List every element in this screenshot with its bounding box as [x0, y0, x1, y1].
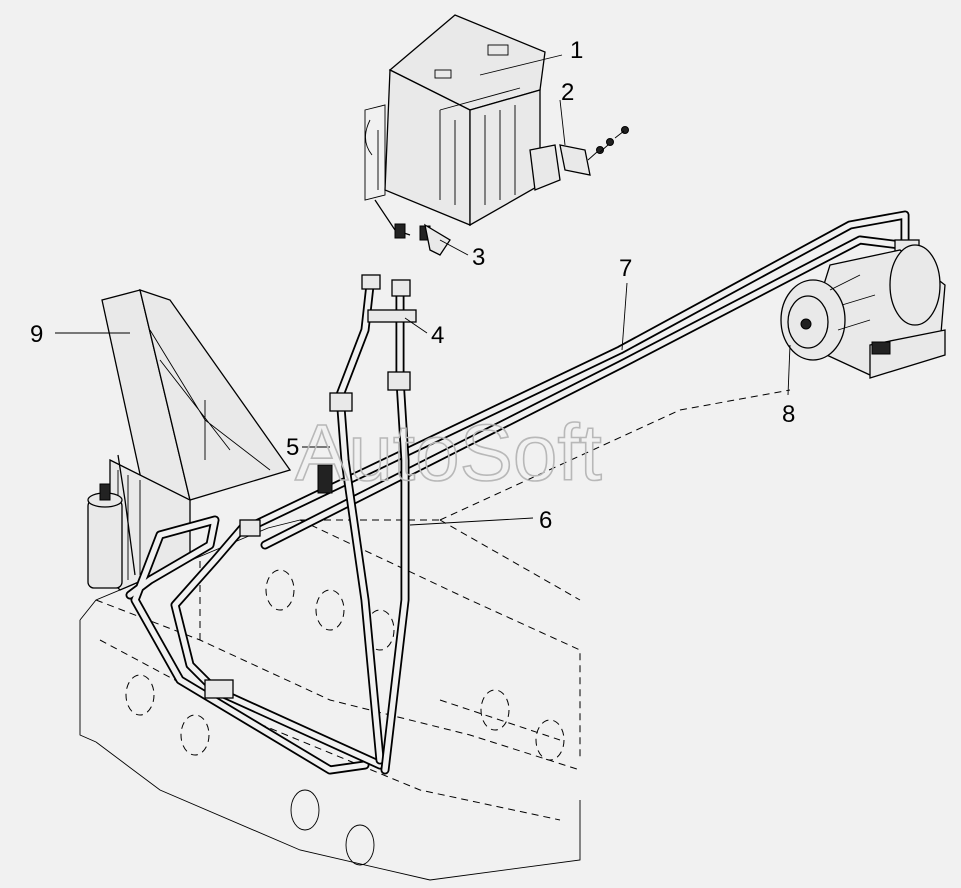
callout-5: 5 — [286, 434, 299, 461]
leader-lines — [55, 54, 791, 526]
callout-3: 3 — [472, 244, 485, 271]
callout-8: 8 — [782, 401, 795, 428]
leader-3 — [439, 239, 469, 256]
leader-2 — [559, 99, 566, 146]
compressor — [780, 244, 946, 379]
leader-8 — [787, 344, 791, 396]
callout-6: 6 — [539, 507, 552, 534]
callout-1: 1 — [570, 37, 583, 64]
leader-1 — [479, 54, 563, 76]
leader-4 — [404, 317, 428, 334]
callout-9: 9 — [30, 321, 43, 348]
watermark-text: AutoSoft — [295, 408, 602, 497]
callout-labels: 1 2 3 4 5 6 7 8 9 — [30, 37, 795, 534]
evaporator-unit — [364, 14, 629, 256]
callout-7: 7 — [619, 255, 632, 282]
leader-6 — [409, 517, 534, 526]
callout-4: 4 — [431, 322, 444, 349]
condenser — [87, 289, 292, 591]
leader-7 — [621, 282, 628, 351]
refrigerant-lines — [125, 210, 920, 775]
callout-2: 2 — [561, 79, 574, 106]
